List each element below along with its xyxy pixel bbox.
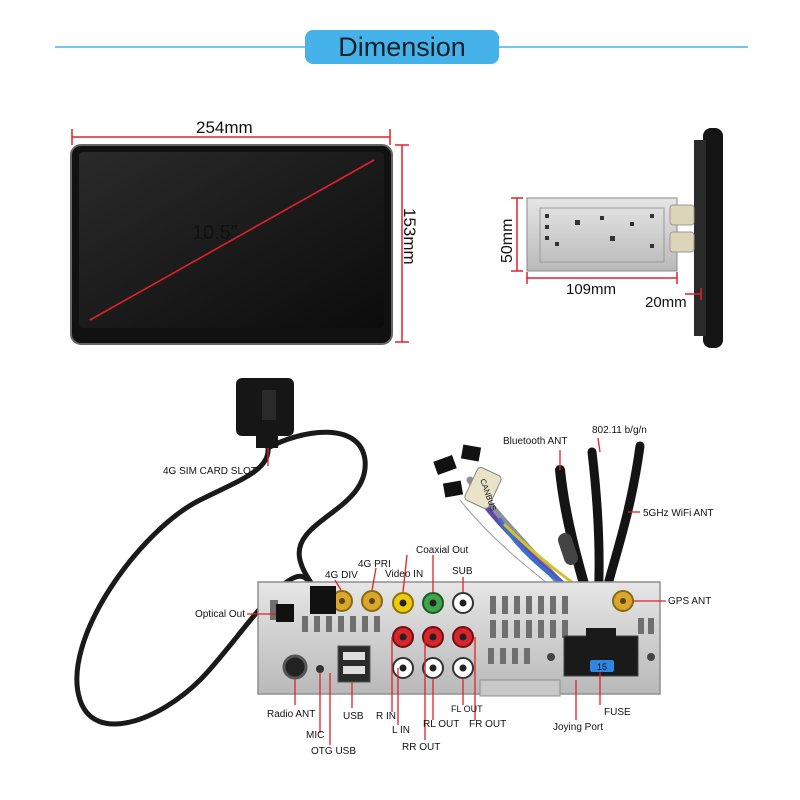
mic-label: MIC <box>306 730 324 741</box>
side-view: 50mm 109mm 20mm <box>499 128 723 348</box>
fuse-label: FUSE <box>604 707 631 718</box>
diagonal-line <box>89 159 375 321</box>
radio-label: Radio ANT <box>267 709 315 720</box>
page-title: Dimension <box>305 30 499 64</box>
wifi-24-label: 802.11 b/g/n <box>592 425 647 436</box>
usb-label: USB <box>343 711 364 722</box>
joying-port-label: Joying Port <box>553 722 603 733</box>
leader-lines <box>247 437 666 745</box>
fr-out-label: FR OUT <box>469 719 506 730</box>
sim-slot-label: 4G SIM CARD SLOT <box>163 466 257 477</box>
screen-size-label: 10.5” <box>192 222 238 244</box>
otg-label: OTG USB <box>311 746 356 757</box>
fuse-value: 15 <box>597 662 607 672</box>
wifi-5-label: 5GHz WiFi ANT <box>643 508 714 519</box>
rl-out-label: RL OUT <box>423 719 459 730</box>
bluetooth-label: Bluetooth ANT <box>503 436 567 447</box>
g4-div-label: 4G DIV <box>325 570 358 581</box>
coaxial-label: Coaxial Out <box>416 545 468 556</box>
sub-label: SUB <box>452 566 473 577</box>
video-in-label: Video IN <box>385 569 423 580</box>
fl-out-label: FL OUT <box>451 704 483 714</box>
back-panel: 15 <box>257 581 661 697</box>
usb-port <box>337 645 371 683</box>
side-bezel-label: 20mm <box>645 294 687 311</box>
radio-ant-port <box>282 654 308 680</box>
gps-label: GPS ANT <box>668 596 711 607</box>
front-view: 10.5” 254mm 153mm <box>70 118 419 345</box>
rr-out-label: RR OUT <box>402 742 440 753</box>
width-label: 254mm <box>196 118 253 137</box>
height-label: 153mm <box>400 208 419 265</box>
connector-labels: 4G SIM CARD SLOT Bluetooth ANT 802.11 b/… <box>163 425 714 757</box>
side-depth-label: 109mm <box>566 281 616 298</box>
fuse <box>590 660 614 672</box>
g4-pri-label: 4G PRI <box>358 559 391 570</box>
mic-jack <box>316 665 324 673</box>
optical-port <box>276 604 294 622</box>
optical-label: Optical Out <box>195 609 245 620</box>
canbus-connectors: CANBUS <box>433 444 502 512</box>
r-in-label: R IN <box>376 711 396 722</box>
side-height-label: 50mm <box>499 219 516 263</box>
sim-slot-module <box>236 378 294 448</box>
l-in-label: L IN <box>392 725 410 736</box>
